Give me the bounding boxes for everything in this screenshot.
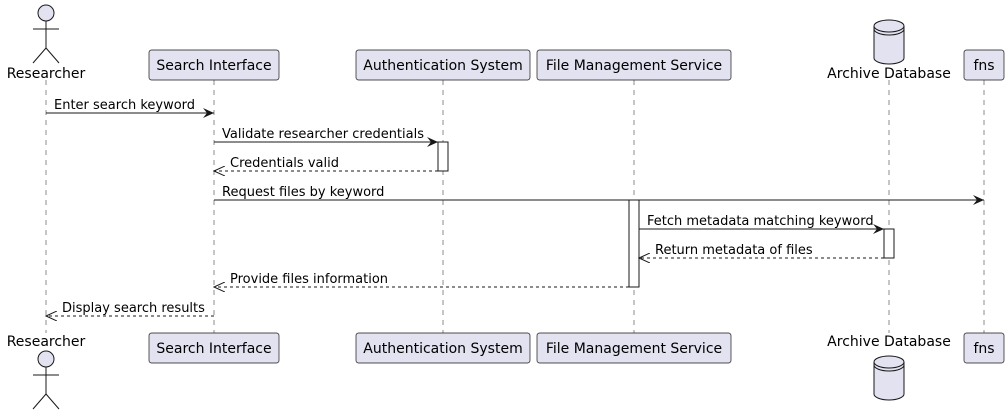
message-3: Credentials valid: [214, 156, 438, 171]
participant-fns-bottom: fns: [963, 332, 1005, 364]
message-6: Return metadata of files: [639, 243, 884, 258]
actor-icon-bottom: [32, 350, 60, 410]
participant-auth-bottom: Authentication System: [355, 332, 531, 364]
activation-bar-archive: [883, 228, 895, 259]
participant-label: Search Interface: [156, 341, 271, 357]
message-1: Enter search keyword: [46, 98, 214, 118]
message-label: Display search results: [62, 301, 205, 316]
participant-label: Researcher: [7, 334, 86, 350]
message-label: Provide files information: [230, 272, 388, 287]
message-label: Credentials valid: [230, 156, 339, 171]
activation-bar-fms: [628, 199, 640, 288]
participant-auth-top: Authentication System: [355, 49, 531, 81]
message-4: Request files by keyword: [214, 185, 984, 205]
message-label: Return metadata of files: [655, 243, 813, 258]
participant-label: Search Interface: [156, 58, 271, 74]
participant-label: Authentication System: [363, 58, 522, 74]
activation-bar-auth: [437, 141, 449, 172]
participant-label: Archive Database: [827, 334, 951, 350]
message-2: Validate researcher credentials: [214, 127, 438, 147]
participant-fms-bottom: File Management Service: [536, 332, 732, 364]
message-label: Enter search keyword: [54, 98, 195, 113]
activation-bars: [437, 141, 895, 288]
participant-search-bottom: Search Interface: [148, 332, 280, 364]
message-7: Provide files information: [214, 272, 629, 287]
participant-fms-top: File Management Service: [536, 49, 732, 81]
participant-label: fns: [973, 58, 994, 74]
actor-icon-top: [32, 4, 60, 64]
participant-label: File Management Service: [546, 58, 722, 74]
message-5: Fetch metadata matching keyword: [639, 214, 884, 234]
participant-label: Authentication System: [363, 341, 522, 357]
lifelines: [45, 80, 985, 333]
database-icon-bottom: [873, 355, 905, 401]
participant-fns-top: fns: [963, 49, 1005, 81]
participant-label: Archive Database: [827, 66, 951, 82]
participant-label: Researcher: [7, 66, 86, 82]
participant-box: [963, 49, 1005, 81]
message-label: Fetch metadata matching keyword: [647, 214, 874, 229]
participant-box: [355, 49, 531, 81]
participant-label: File Management Service: [546, 341, 722, 357]
participant-search-top: Search Interface: [148, 49, 280, 81]
message-label: Request files by keyword: [222, 185, 384, 200]
participant-box: [148, 332, 280, 364]
participant-box: [536, 332, 732, 364]
message-label: Validate researcher credentials: [222, 127, 424, 142]
participant-box: [355, 332, 531, 364]
database-icon-top: [873, 19, 905, 65]
participant-box: [536, 49, 732, 81]
participant-label: fns: [973, 341, 994, 357]
participant-box: [148, 49, 280, 81]
participant-box: [963, 332, 1005, 364]
message-8: Display search results: [46, 301, 214, 316]
